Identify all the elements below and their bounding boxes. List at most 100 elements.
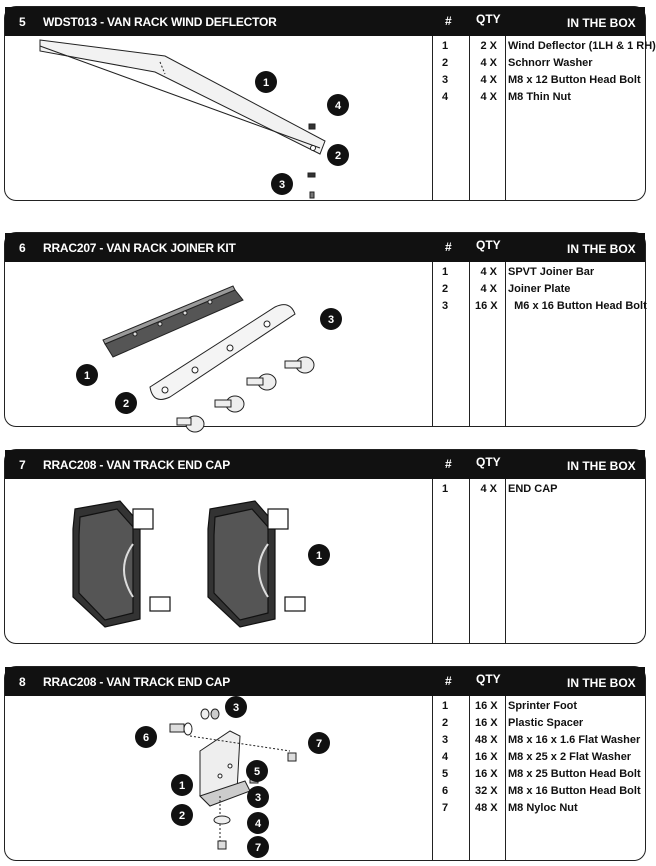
row-item: M8 x 16 x 1.6 Flat Washer <box>508 734 641 746</box>
parts-row: 3 48 X M8 x 16 x 1.6 Flat Washer <box>5 732 647 749</box>
callout-7: 7 <box>316 738 322 750</box>
row-number: 1 <box>442 700 449 712</box>
panel-sprinter-foot: 8 RRAC208 - VAN TRACK END CAP # QTY IN T… <box>4 666 646 861</box>
callout-6: 6 <box>143 732 149 744</box>
parts-row: 6 32 X M8 x 16 Button Head Bolt <box>5 783 647 800</box>
callout-2: 2 <box>123 398 129 410</box>
panel-header: 8 RRAC208 - VAN TRACK END CAP # QTY IN T… <box>5 667 645 696</box>
column-in-the-box: IN THE BOX <box>567 676 636 690</box>
column-qty: QTY <box>476 672 501 686</box>
row-qty: 4 X <box>480 91 497 103</box>
parts-row: 2 4 X Schnorr Washer <box>5 55 647 72</box>
column-divider <box>505 479 506 643</box>
row-number: 3 <box>442 74 449 86</box>
panel-title: WDST013 - VAN RACK WIND DEFLECTOR <box>43 15 277 29</box>
parts-row: 3 16 X M6 x 16 Button Head Bolt <box>5 298 647 315</box>
row-qty: 4 X <box>480 57 497 69</box>
panel-title: RRAC208 - VAN TRACK END CAP <box>43 458 231 472</box>
wind-deflector-illustration: 1 2 3 4 <box>5 36 432 200</box>
parts-row: 2 4 X Joiner Plate <box>5 281 647 298</box>
column-divider <box>505 262 506 426</box>
row-qty: 16 X <box>475 751 498 763</box>
callout-3: 3 <box>255 792 261 804</box>
parts-row: 7 48 X M8 Nyloc Nut <box>5 800 647 817</box>
column-divider <box>505 696 506 860</box>
row-item: END CAP <box>508 483 558 495</box>
callout-2: 2 <box>179 810 185 822</box>
row-item: M8 Nyloc Nut <box>508 802 578 814</box>
column-divider <box>469 696 470 860</box>
row-item: M6 x 16 Button Head Bolt <box>508 300 647 312</box>
row-item: M8 x 16 Button Head Bolt <box>508 785 641 797</box>
parts-row: 3 4 X M8 x 12 Button Head Bolt <box>5 72 647 89</box>
panel-title: RRAC208 - VAN TRACK END CAP <box>43 675 231 689</box>
row-qty: 16 X <box>475 700 498 712</box>
panel-header: 6 RRAC207 - VAN RACK JOINER KIT # QTY IN… <box>5 233 645 262</box>
panel-end-cap: 7 RRAC208 - VAN TRACK END CAP # QTY IN T… <box>4 449 646 644</box>
panel-header: 5 WDST013 - VAN RACK WIND DEFLECTOR # QT… <box>5 7 645 36</box>
row-number: 4 <box>442 751 449 763</box>
row-number: 3 <box>442 300 449 312</box>
panel-number: 6 <box>19 241 26 255</box>
row-number: 2 <box>442 717 449 729</box>
parts-row: 1 4 X END CAP <box>5 481 647 498</box>
row-number: 1 <box>442 40 449 52</box>
callout-1: 1 <box>263 77 269 89</box>
parts-row: 4 4 X M8 Thin Nut <box>5 89 647 106</box>
column-divider <box>505 36 506 200</box>
row-number: 1 <box>442 483 449 495</box>
parts-row: 1 16 X Sprinter Foot <box>5 698 647 715</box>
row-number: 5 <box>442 768 449 780</box>
end-cap-illustration: 1 <box>5 479 432 643</box>
panel-joiner-kit: 6 RRAC207 - VAN RACK JOINER KIT # QTY IN… <box>4 232 647 433</box>
column-divider <box>432 696 433 860</box>
row-qty: 2 X <box>480 40 497 52</box>
column-divider <box>432 36 433 200</box>
callout-2: 2 <box>335 150 341 162</box>
joiner-kit-illustration: 1 2 3 <box>5 262 432 433</box>
row-number: 2 <box>442 57 449 69</box>
callout-3: 3 <box>279 179 285 191</box>
panel-number: 8 <box>19 675 26 689</box>
callout-4: 4 <box>255 818 262 830</box>
column-in-the-box: IN THE BOX <box>567 16 636 30</box>
row-number: 1 <box>442 266 449 278</box>
row-item: Joiner Plate <box>508 283 571 295</box>
column-hash: # <box>445 674 452 688</box>
row-qty: 4 X <box>480 283 497 295</box>
column-in-the-box: IN THE BOX <box>567 459 636 473</box>
column-hash: # <box>445 14 452 28</box>
column-divider <box>432 479 433 643</box>
row-item: M8 Thin Nut <box>508 91 571 103</box>
parts-row: 1 4 X SPVT Joiner Bar <box>5 264 647 281</box>
callout-4: 4 <box>335 100 342 112</box>
row-item: Wind Deflector (1LH & 1 RH) <box>508 40 656 52</box>
sprinter-foot-illustration: 1 2 3 3 4 5 6 7 7 <box>5 696 432 860</box>
column-qty: QTY <box>476 12 501 26</box>
callout-1: 1 <box>179 780 185 792</box>
row-qty: 32 X <box>475 785 498 797</box>
panel-number: 5 <box>19 15 26 29</box>
row-item: SPVT Joiner Bar <box>508 266 595 278</box>
row-item: M8 x 12 Button Head Bolt <box>508 74 641 86</box>
parts-row: 1 2 X Wind Deflector (1LH & 1 RH) <box>5 38 656 55</box>
callout-1: 1 <box>316 550 322 562</box>
row-item: Schnorr Washer <box>508 57 593 69</box>
panel-number: 7 <box>19 458 26 472</box>
column-qty: QTY <box>476 238 501 252</box>
row-number: 6 <box>442 785 449 797</box>
row-qty: 16 X <box>475 768 498 780</box>
row-number: 3 <box>442 734 449 746</box>
row-qty: 48 X <box>475 802 498 814</box>
row-qty: 4 X <box>480 74 497 86</box>
row-qty: 16 X <box>475 300 498 312</box>
callout-5: 5 <box>254 766 260 778</box>
row-item: M8 x 25 x 2 Flat Washer <box>508 751 632 763</box>
parts-row: 4 16 X M8 x 25 x 2 Flat Washer <box>5 749 647 766</box>
column-in-the-box: IN THE BOX <box>567 242 636 256</box>
callout-3: 3 <box>233 702 239 714</box>
row-number: 4 <box>442 91 449 103</box>
panel-wind-deflector: 5 WDST013 - VAN RACK WIND DEFLECTOR # QT… <box>4 6 656 201</box>
column-divider <box>469 36 470 200</box>
column-divider <box>469 262 470 426</box>
